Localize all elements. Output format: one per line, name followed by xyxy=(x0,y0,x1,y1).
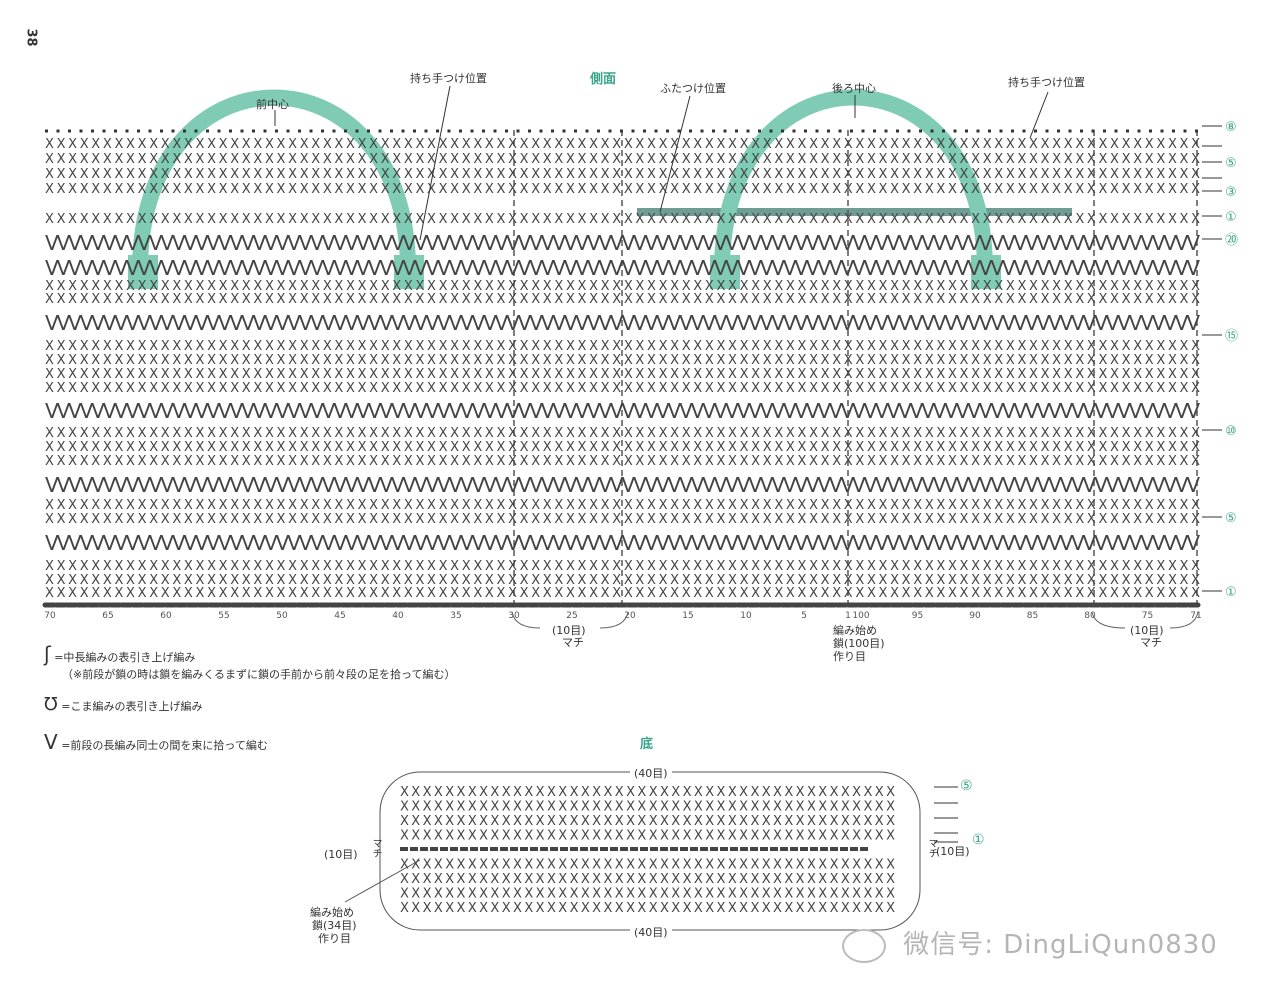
watermark: 微信号: DingLiQun0830 xyxy=(842,924,1218,963)
start-note-line2: 鎖(100目) xyxy=(833,637,885,650)
wechat-icon xyxy=(842,928,886,963)
x-tick-label: 95 xyxy=(912,611,923,621)
gusset-brace xyxy=(511,611,629,629)
bottom-stitch-row: XXXXXXXXXXXXXXXXXXXXXXXXXXXXXXXXXXXXXXXX… xyxy=(400,858,895,873)
stitch-row-v: VVVVVVVVVVVVVVVVVVVVVVVVVVVVVVVVVVVVVVVV… xyxy=(45,531,1200,555)
handle-pointer-right xyxy=(1029,91,1049,139)
x-tick-label: 5 xyxy=(801,611,807,621)
bottom-stitch-row: XXXXXXXXXXXXXXXXXXXXXXXXXXXXXXXXXXXXXXXX… xyxy=(400,800,895,815)
bottom-stitch-row: XXXXXXXXXXXXXXXXXXXXXXXXXXXXXXXXXXXXXXXX… xyxy=(400,829,895,844)
bottom-stitch-row: XXXXXXXXXXXXXXXXXXXXXXXXXXXXXXXXXXXXXXXX… xyxy=(400,872,895,887)
x-tick-label: 55 xyxy=(218,611,229,621)
bottom-left-count: (10目) xyxy=(324,848,358,861)
handle-position-left-label: 持ち手つけ位置 xyxy=(410,72,487,85)
side-title: 側面 xyxy=(590,72,617,87)
bottom-stitch-row: XXXXXXXXXXXXXXXXXXXXXXXXXXXXXXXXXXXXXXXX… xyxy=(400,887,895,902)
bottom-title: 底 xyxy=(640,737,654,752)
stitch-row-v: VVVVVVVVVVVVVVVVVVVVVVVVVVVVVVVVVVVVVVVV… xyxy=(45,256,1200,280)
row-number: ⑤ xyxy=(1225,156,1237,171)
handle xyxy=(132,89,416,271)
x-tick-label: 50 xyxy=(276,611,288,621)
legend-symbol: ʃ xyxy=(44,642,51,666)
legend-item-1: ʃ =中長編みの表引き上げ編み xyxy=(44,642,195,666)
legend-note: （※前段が鎖の時は鎖を編みくるまずに鎖の手前から前々段の足を拾って編む） xyxy=(62,668,456,681)
row-number: ① xyxy=(1225,585,1237,600)
x-tick-label: 1 xyxy=(845,611,851,621)
row-number: ⑳ xyxy=(1225,233,1238,248)
row-number: ⑤ xyxy=(1225,511,1237,526)
lid-pointer xyxy=(659,95,691,213)
bottom-top-count: (40目) xyxy=(630,765,672,781)
x-tick-label: 85 xyxy=(1027,611,1038,621)
handle xyxy=(714,89,993,271)
row-number: ⑮ xyxy=(1225,329,1238,344)
stitch-row-v: VVVVVVVVVVVVVVVVVVVVVVVVVVVVVVVVVVVVVVVV… xyxy=(45,311,1200,335)
gusset-left-label: マチ xyxy=(562,636,584,649)
x-tick-label: 90 xyxy=(969,611,981,621)
bottom-start-line3: 作り目 xyxy=(318,932,351,945)
legend-text: =こま編みの表引き上げ編み xyxy=(61,700,203,713)
bottom-stitch-row: XXXXXXXXXXXXXXXXXXXXXXXXXXXXXXXXXXXXXXXX… xyxy=(400,901,895,916)
handle-tab xyxy=(710,255,740,289)
row-number: ① xyxy=(1225,210,1237,225)
legend-text: =前段の長編み同士の間を束に拾って編む xyxy=(61,739,268,752)
stitch-row-v: VVVVVVVVVVVVVVVVVVVVVVVVVVVVVVVVVVVVVVVV… xyxy=(45,473,1200,497)
bottom-right-gusset: マチ xyxy=(926,838,937,858)
legend-symbol: ℧ xyxy=(44,694,58,715)
stitch-row-v: VVVVVVVVVVVVVVVVVVVVVVVVVVVVVVVVVVVVVVVV… xyxy=(45,399,1200,423)
x-tick-label: 70 xyxy=(44,611,56,621)
watermark-text: 微信号: DingLiQun0830 xyxy=(903,930,1218,960)
x-tick-label: 71 xyxy=(1190,611,1201,621)
x-tick-label: 40 xyxy=(392,611,404,621)
handle-position-right-label: 持ち手つけ位置 xyxy=(1008,76,1085,89)
gusset-brace xyxy=(1091,611,1199,629)
legend-item-2: ℧ =こま編みの表引き上げ編み xyxy=(44,694,202,715)
bottom-stitch-row: XXXXXXXXXXXXXXXXXXXXXXXXXXXXXXXXXXXXXXXX… xyxy=(400,785,895,800)
lid-position-label: ふたつけ位置 xyxy=(660,82,726,95)
lid-attachment-bar xyxy=(637,208,1072,216)
bottom-left-gusset: マチ xyxy=(370,838,381,858)
x-tick-label: 15 xyxy=(682,611,693,621)
x-tick-label: 100 xyxy=(852,611,869,621)
gusset-left-count: (10目) xyxy=(552,624,586,637)
x-tick-label: 65 xyxy=(102,611,113,621)
gusset-right-label: マチ xyxy=(1140,636,1162,649)
row-number: ③ xyxy=(1225,185,1237,200)
x-tick-label: 75 xyxy=(1142,611,1153,621)
legend-item-3: V =前段の長編み同士の間を束に拾って編む xyxy=(44,730,268,754)
x-tick-label: 60 xyxy=(160,611,172,621)
x-tick-label: 45 xyxy=(334,611,345,621)
bottom-stitch-row: XXXXXXXXXXXXXXXXXXXXXXXXXXXXXXXXXXXXXXXX… xyxy=(400,814,895,829)
x-tick-label: 35 xyxy=(450,611,461,621)
front-center-label: 前中心 xyxy=(256,98,289,111)
bottom-row-1: ① xyxy=(972,832,985,848)
legend-text: =中長編みの表引き上げ編み xyxy=(54,651,196,664)
row-number: ⑧ xyxy=(1225,120,1237,135)
bottom-right-count: (10目) xyxy=(936,845,970,858)
start-note-line1: 編み始め xyxy=(833,624,877,637)
bottom-row-5: ⑤ xyxy=(960,778,973,794)
x-tick-label: 30 xyxy=(508,611,520,621)
row-number: ⑩ xyxy=(1225,424,1237,439)
start-note-line3: 作り目 xyxy=(833,650,866,663)
x-tick-label: 25 xyxy=(566,611,577,621)
handle-tab xyxy=(971,255,1001,289)
back-center-label: 後ろ中心 xyxy=(832,82,876,95)
bottom-start-pointer xyxy=(344,859,421,903)
bottom-start-line2: 鎖(34目) xyxy=(312,919,357,932)
stitch-row-v: VVVVVVVVVVVVVVVVVVVVVVVVVVVVVVVVVVVVVVVV… xyxy=(45,231,1200,255)
bottom-start-line1: 編み始め xyxy=(310,906,354,919)
x-tick-label: 80 xyxy=(1084,611,1096,621)
handle-tab xyxy=(128,255,158,289)
gusset-right-count: (10目) xyxy=(1130,624,1164,637)
handle-tab xyxy=(394,255,424,289)
bottom-bottom-count: (40目) xyxy=(630,924,672,940)
x-tick-label: 20 xyxy=(624,611,636,621)
x-tick-label: 10 xyxy=(740,611,752,621)
legend-symbol: V xyxy=(44,730,58,754)
handle-pointer-left xyxy=(419,85,451,241)
